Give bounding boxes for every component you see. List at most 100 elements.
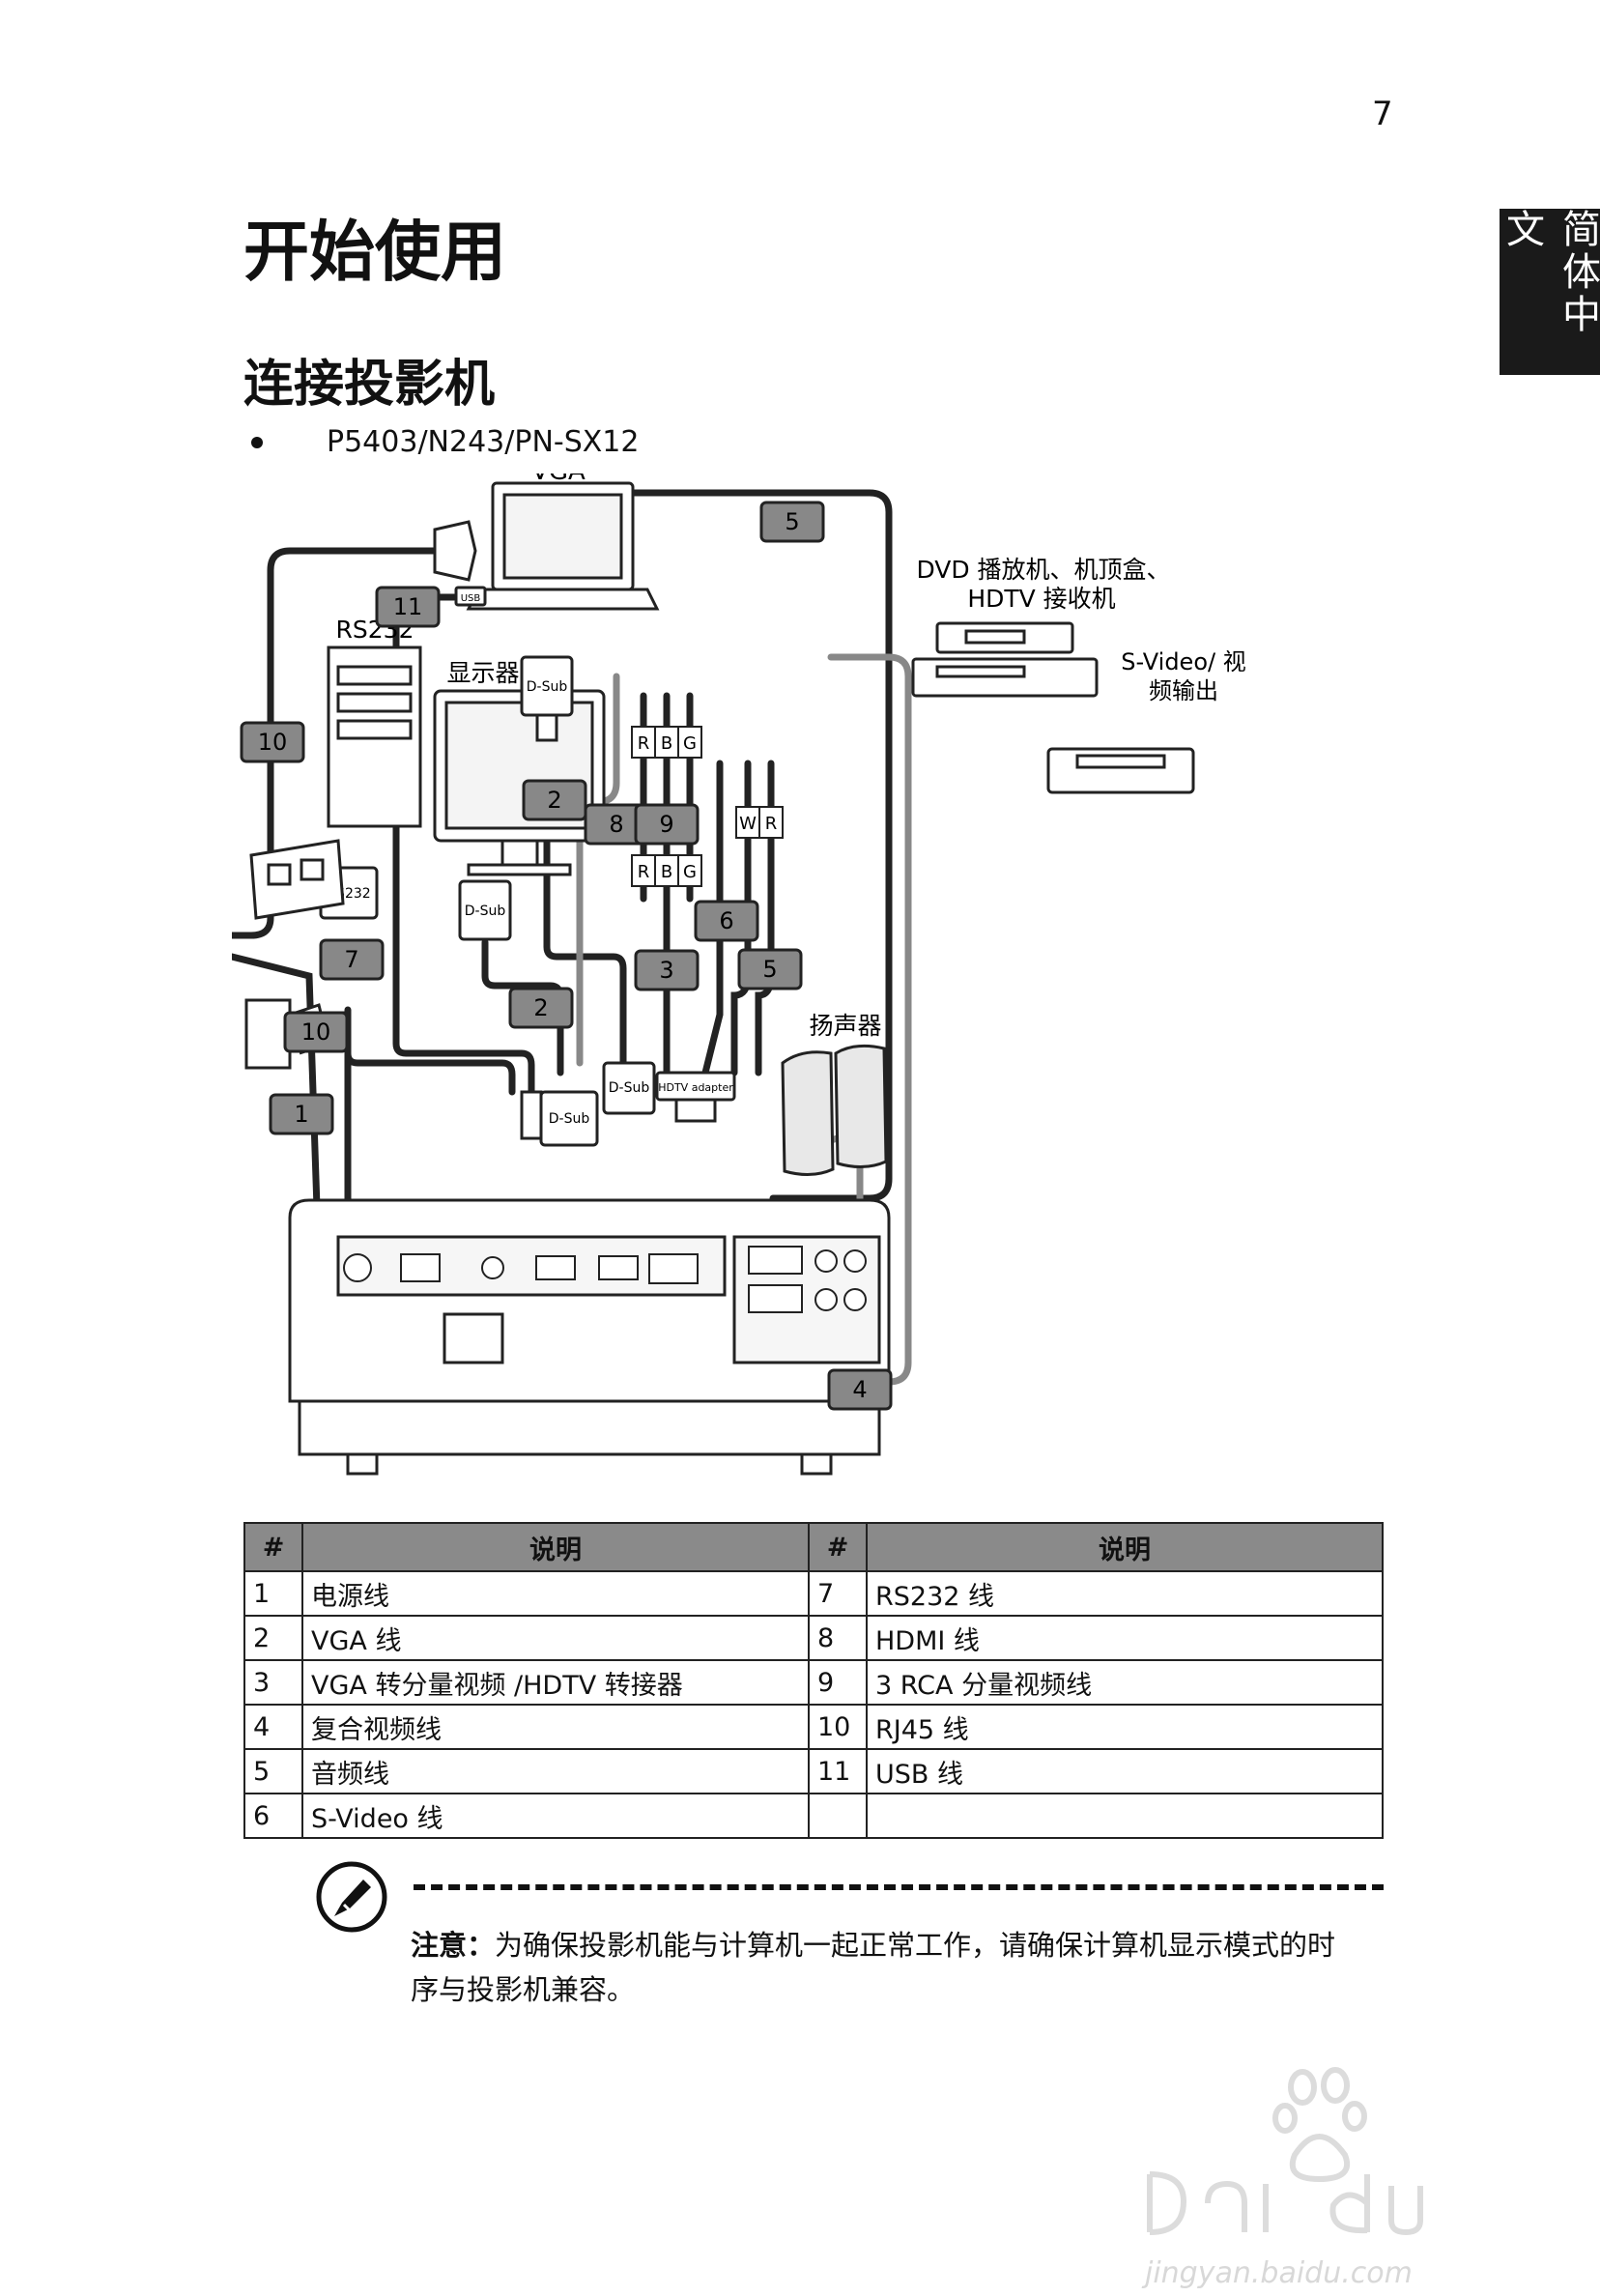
svg-text:4: 4 [852,1376,867,1403]
note-text: 为确保投影机能与计算机一起正常工作，请确保计算机显示模式的时序与投影机兼容。 [411,1929,1336,2006]
table-row: 2 VGA 线 8 HDMI 线 [243,1615,1384,1661]
cell-num: 7 [808,1570,868,1617]
cell-num: 6 [243,1793,303,1839]
cable-table: # 说明 # 说明 1 电源线 7 RS232 线 2 VGA 线 8 HDMI… [243,1522,1384,1839]
audio-w-plug: W [739,814,757,834]
svideo-label-line2: 频输出 [1149,677,1218,704]
note-paragraph: 注意：为确保投影机能与计算机一起正常工作，请确保计算机显示模式的时序与投影机兼容… [411,1923,1357,2012]
svg-text:6: 6 [719,907,733,934]
cell-desc: RJ45 线 [866,1704,1384,1750]
cell-desc: USB 线 [866,1748,1384,1794]
dvd-label-line2: HDTV 接收机 [967,585,1115,613]
speakers-icon [781,1044,888,1176]
connection-diagram: VGA RS232 显示器 D-Sub D-Sub RS232 [232,474,1246,1476]
hdtv-adapter-label: HDTV adapter [658,1081,733,1094]
page-number: 7 [1372,95,1393,133]
cell-desc: VGA 转分量视频 /HDTV 转接器 [301,1659,810,1706]
chapter-title: 开始使用 [243,215,507,291]
lan-wall-jack-icon [249,839,345,920]
table-row: 1 电源线 7 RS232 线 [243,1570,1384,1617]
svg-text:1: 1 [294,1101,308,1128]
dvd-label-line1: DVD 播放机、机顶盒、 [916,556,1170,584]
header-desc-left: 说明 [301,1522,810,1572]
svg-text:3: 3 [659,957,673,984]
note-divider [414,1884,1384,1890]
cable-composite [788,653,912,1386]
callout-2a: 2 [522,779,587,821]
pc-tower-icon [327,646,422,828]
cell-desc: VGA 线 [301,1615,810,1661]
callout-1: 1 [269,1093,334,1135]
svg-text:9: 9 [659,811,673,838]
svideo-label-line1: S-Video/ 视 [1121,648,1245,675]
bullet-icon [251,436,263,448]
callout-4: 4 [827,1368,893,1411]
settop-box-icon [935,621,1074,654]
rj45-connector-top-icon [433,520,477,582]
note-pen-icon [316,1861,387,1933]
cell-num: 11 [808,1748,868,1794]
table-row: 6 S-Video 线 [243,1793,1384,1839]
dsub-monitor-label: D-Sub [465,904,506,919]
header-num-left: # [243,1522,303,1572]
table-row: 4 复合视频线 10 RJ45 线 [243,1704,1384,1750]
cell-desc: HDMI 线 [866,1615,1384,1661]
svg-text:7: 7 [344,946,358,973]
cable-vga-laptop [543,740,627,1096]
svg-text:10: 10 [301,1019,331,1046]
dsub-laptop-label: D-Sub [527,679,568,695]
usb-connector-icon [454,586,543,1140]
cell-num [808,1793,868,1839]
header-num-right: # [808,1522,868,1572]
rca-b-bottom: B [661,862,672,882]
projector-ports [343,1246,867,1313]
rca-b-top: B [661,733,672,754]
svg-text:2: 2 [533,994,548,1021]
cable-rs232 [344,1006,516,1096]
projector-rear-icon [288,1198,891,1476]
cell-num: 3 [243,1659,303,1706]
callout-5a: 5 [759,501,825,543]
audio-r-plug: R [765,814,778,834]
table-row: 5 音频线 11 USB 线 [243,1748,1384,1794]
cable-audio-top [629,489,893,1202]
note-label: 注意： [411,1929,496,1962]
dvd-player-icon [1046,747,1195,794]
callout-3: 3 [634,949,700,991]
header-desc-right: 说明 [866,1522,1384,1572]
model-line: P5403/N243/PN-SX12 [243,425,639,459]
laptop-icon [466,481,660,611]
rca-g-bottom: G [683,862,697,882]
dsub-connector-monitor-icon [458,879,512,941]
hdtv-adapter-icon [655,1071,736,1123]
cell-num: 1 [243,1570,303,1617]
cell-num: 10 [808,1704,868,1750]
cell-num: 9 [808,1659,868,1706]
cell-desc: 音频线 [301,1748,810,1794]
svg-text:5: 5 [762,956,777,983]
cell-num: 4 [243,1704,303,1750]
cell-desc: 3 RCA 分量视频线 [866,1659,1384,1706]
dsub-hdtv-label: D-Sub [609,1080,650,1096]
dsub-connector-projector-icon [539,1090,599,1147]
callout-6: 6 [694,900,759,942]
svg-text:8: 8 [609,811,623,838]
dsub-connector-hdtv-icon [602,1061,656,1115]
callout-5b: 5 [737,948,803,990]
callout-10a: 10 [240,721,305,763]
rca-r-bottom: R [638,862,650,882]
usb-label: USB [461,593,481,604]
cell-num: 2 [243,1615,303,1661]
table-header-row: # 说明 # 说明 [243,1522,1384,1572]
monitor-label: 显示器 [446,659,519,687]
callout-11: 11 [375,586,441,628]
cell-num: 8 [808,1615,868,1661]
table-row: 3 VGA 转分量视频 /HDTV 转接器 9 3 RCA 分量视频线 [243,1659,1384,1706]
callout-9: 9 [634,803,700,846]
dsub-connector-laptop-icon [520,655,574,742]
cell-desc: 复合视频线 [301,1704,810,1750]
receiver-icon [911,657,1099,698]
svg-text:10: 10 [258,729,288,756]
cable-svideo [701,760,724,1076]
rca-g-top: G [683,733,697,754]
